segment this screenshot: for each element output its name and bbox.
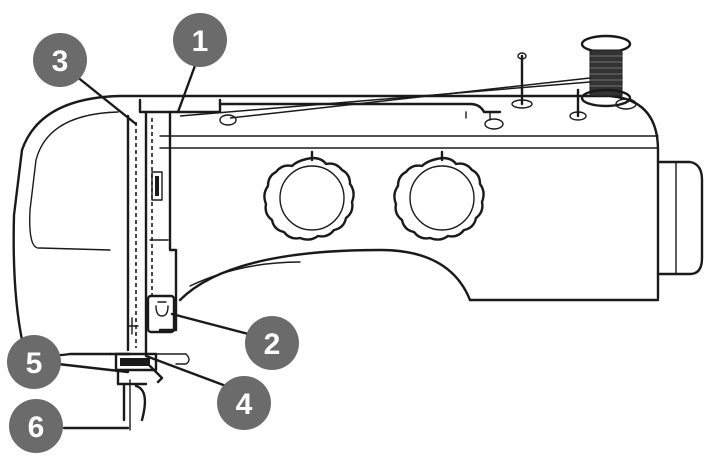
callout-badge xyxy=(173,13,227,67)
callout-badge xyxy=(245,316,299,370)
callout-4: 4 xyxy=(217,376,271,430)
callout-badge xyxy=(9,399,63,453)
needle-bar-panel xyxy=(126,110,178,356)
callout-number: 2 xyxy=(264,328,281,361)
stitch-dial-right xyxy=(393,150,485,241)
callout-number: 4 xyxy=(236,388,253,421)
callout-badge xyxy=(217,376,271,430)
callout-number: 5 xyxy=(26,347,43,380)
upper-thread xyxy=(179,77,591,119)
callout-1: 1 xyxy=(173,13,227,67)
machine-body xyxy=(12,94,704,365)
callout-number: 1 xyxy=(192,25,209,58)
callout-3: 3 xyxy=(33,33,87,87)
callout-2: 2 xyxy=(245,316,299,370)
callout-5: 5 xyxy=(7,335,61,389)
presser-foot-area xyxy=(114,352,164,431)
leader-lines xyxy=(56,50,258,430)
callout-number: 3 xyxy=(52,45,69,78)
spool-assembly xyxy=(511,34,637,121)
callout-6: 6 xyxy=(9,399,63,453)
callout-number: 6 xyxy=(28,411,45,444)
top-thread-guide xyxy=(138,98,504,130)
callout-badge xyxy=(33,33,87,87)
stitch-dial-left xyxy=(263,150,355,241)
callout-badge xyxy=(7,335,61,389)
